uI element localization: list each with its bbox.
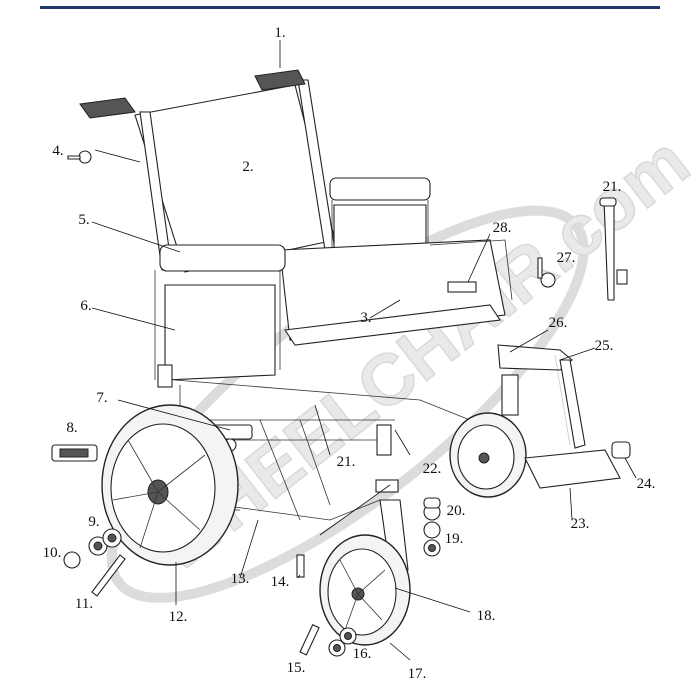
callout-1: 1. [274, 25, 285, 41]
callout-26: 26. [549, 315, 568, 331]
armrest-left [159, 244, 286, 272]
callout-19: 19. [445, 531, 464, 547]
leader-lines [91, 40, 637, 661]
caster-stem [376, 424, 392, 456]
seat-clip [447, 281, 477, 293]
footplate [524, 449, 621, 489]
callout-24: 24. [637, 476, 656, 492]
callout-8: 8. [66, 420, 77, 436]
callout-21-pin: 21. [603, 179, 622, 195]
hand-grip-left [79, 97, 136, 119]
right-caster-wheel [449, 374, 527, 498]
callout-14: 14. [271, 574, 290, 590]
callout-4: 4. [52, 143, 63, 159]
callout-15: 15. [287, 660, 306, 676]
side-panel-left [164, 284, 276, 381]
caster-bearing [375, 479, 399, 493]
armrest-lock-pin [603, 199, 615, 301]
callout-6: 6. [80, 298, 91, 314]
hand-grip-right [254, 69, 306, 91]
callout-23: 23. [571, 516, 590, 532]
callout-3: 3. [360, 310, 371, 326]
callout-2: 2. [242, 159, 253, 175]
callout-10: 10. [43, 545, 62, 561]
front-caster-wheel [319, 534, 411, 646]
callout-21: 21. [337, 454, 356, 470]
wheelchair-drawing [51, 69, 631, 657]
armrest-right [329, 177, 431, 201]
callout-9: 9. [88, 514, 99, 530]
callout-labels: 1. 2. 3. 4. 5. 6. 7. 8. 9. 10. 11. 12. 1… [43, 25, 656, 682]
callout-7: 7. [96, 390, 107, 406]
callout-5: 5. [78, 212, 89, 228]
callout-25: 25. [595, 338, 614, 354]
callout-22: 22. [423, 461, 442, 477]
callout-27: 27. [557, 250, 576, 266]
axle-bolt [91, 554, 126, 597]
callout-28: 28. [493, 220, 512, 236]
heel-loop [611, 441, 631, 459]
frame-cap [157, 364, 173, 388]
caster-axle [299, 623, 320, 656]
callout-11: 11. [75, 596, 93, 612]
callout-12: 12. [169, 609, 188, 625]
callout-16: 16. [353, 646, 372, 662]
hub-cap [63, 551, 81, 569]
rear-wheel [101, 404, 239, 566]
caster-bolt [296, 554, 305, 578]
callout-13: 13. [231, 571, 250, 587]
callout-18: 18. [477, 608, 496, 624]
top-rule [40, 6, 660, 9]
callout-20: 20. [447, 503, 466, 519]
callout-17: 17. [408, 666, 427, 682]
